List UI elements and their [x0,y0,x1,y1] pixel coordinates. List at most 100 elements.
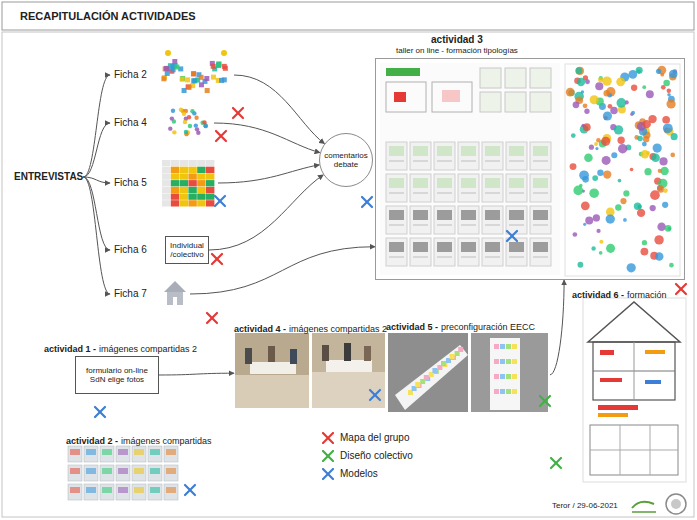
workshop-board [432,82,472,112]
illustration [187,115,191,119]
x-mark [215,196,225,206]
x-mark [370,390,380,400]
node-text: Ficha 6 [110,244,147,256]
source-label: ENTREVISTAS [14,171,83,183]
ficha-item: Ficha 6Individual /colectivo [110,234,210,266]
color-table [171,160,179,166]
color-table [171,194,179,200]
workshop-board [458,238,479,266]
scatter-map [596,138,601,143]
connector-arrow [234,75,325,144]
x-mark [233,108,243,118]
color-table [180,173,188,179]
illustration [326,360,372,372]
color-table [206,180,214,186]
activity-heading: actividad 6 -formación [572,287,667,301]
thumbnail-grid [134,449,144,455]
scatter-map [596,229,600,233]
illustration [590,450,678,451]
legend-swatch [322,450,334,462]
color-table [162,160,214,207]
illustration [180,76,185,81]
illustration [180,77,185,82]
illustration [235,375,309,408]
workshop-board [437,242,452,252]
thumbnail-grid [68,446,82,462]
scatter-map [584,109,589,114]
illustration [312,372,385,408]
workshop-board [389,210,404,220]
workshop-board [480,68,501,88]
workshop-board [530,206,551,234]
workshop-board [410,142,431,170]
x-mark [212,254,222,264]
node-text: formación [627,290,667,300]
x-mark [551,458,561,468]
workshop-board [533,193,548,194]
scatter-map [623,218,627,222]
illustration [173,297,177,305]
thumbnail-grid [86,487,96,493]
illustration [184,130,188,134]
color-table [180,180,188,186]
scatter-map [565,64,680,276]
scatter-map [601,137,610,146]
scatter-map [583,103,588,108]
thumbnail-grid [84,465,98,481]
thumbnail-grid [118,449,128,455]
scatter-map [577,262,583,268]
workshop-board [485,146,500,156]
node-text: ENTREVISTAS [14,171,83,183]
workshop-board [380,63,560,275]
photo [512,344,517,349]
scatter-map [657,186,664,193]
scatter-map [576,67,584,75]
thumbnail-grid [166,449,176,455]
thumbnail-grid [148,484,162,500]
scatter-map [655,252,663,260]
color-table [206,194,214,200]
photo [506,374,511,379]
cluster-map [168,108,208,137]
illustration [183,120,187,124]
photo [388,333,548,412]
x-mark [212,254,222,264]
cluster-map [165,50,171,56]
node-text: actividad 5 - [386,322,438,332]
photo [494,344,499,349]
scatter-map [603,170,611,178]
photo [458,347,463,352]
x-mark [185,485,195,495]
workshop-board [509,225,524,226]
scatter-map [659,157,667,165]
workshop-board [533,242,548,252]
photo [235,333,385,408]
workshop-board [413,257,428,258]
illustration [203,124,207,128]
scatter-map [599,240,603,244]
workshop-board [437,146,452,156]
x-mark [540,396,550,406]
scatter-map [614,125,623,134]
color-table [171,180,179,186]
legend-swatch [323,451,333,461]
scatter-map [616,77,625,86]
node-text: Ficha 5 [110,177,147,189]
color-table [180,194,188,200]
legend-swatch [323,469,333,479]
photo [506,359,511,364]
workshop-board [437,161,452,162]
scatter-map [637,136,643,142]
workshop-board [386,82,426,112]
scatter-map [669,263,674,268]
scatter-map [573,186,583,196]
connector-arrow [209,175,323,250]
illustration [194,116,198,120]
photo [450,354,455,359]
node-text: imágenes compartidas 2 [99,344,197,354]
thumbnail-grid [148,446,162,462]
activity-panel: actividad 3taller on line - formación ti… [375,58,685,280]
activity-heading: actividad 5 -preconfiguración EECC [386,319,535,333]
scatter-map [627,263,636,272]
illustration [322,345,329,361]
